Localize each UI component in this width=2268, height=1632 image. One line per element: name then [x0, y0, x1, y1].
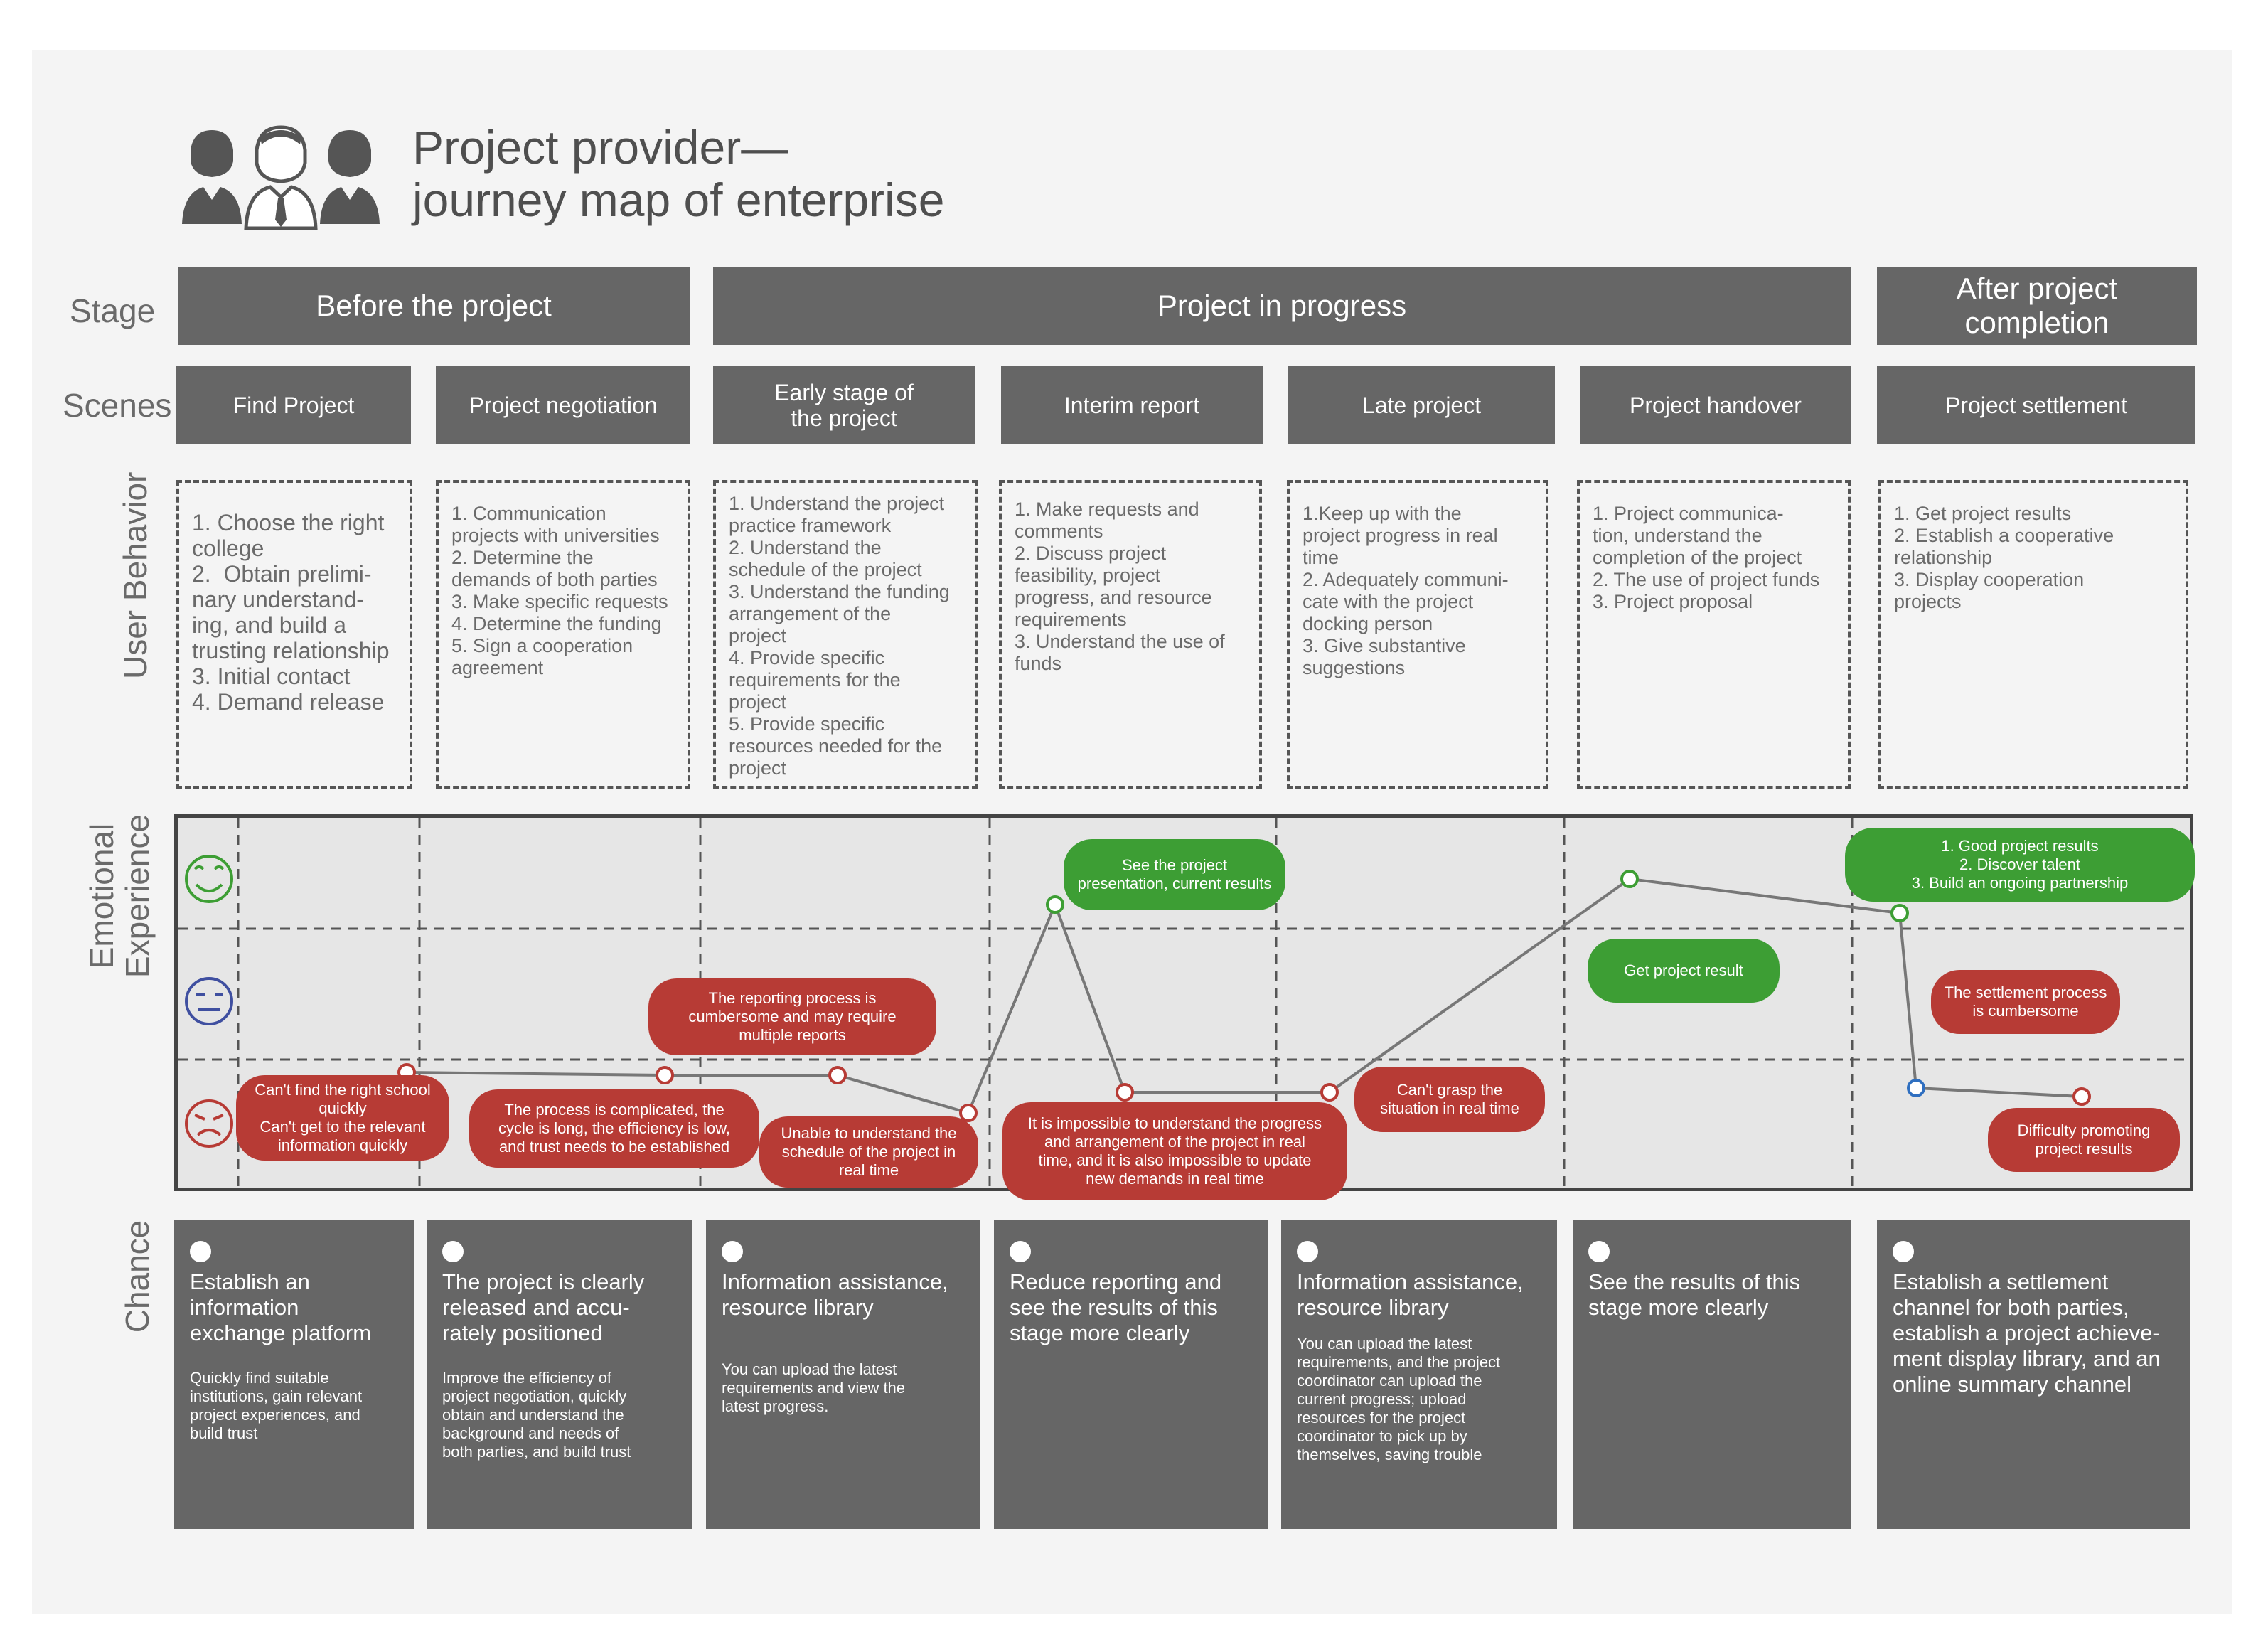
emotion-point — [1620, 870, 1639, 888]
chance-heading: Establish a settlement channel for both … — [1893, 1269, 2161, 1397]
bullet-dot-icon — [442, 1241, 464, 1262]
chance-heading: Information assistance, resource library — [1297, 1269, 1524, 1320]
emotion-point — [828, 1066, 847, 1084]
user-behavior-settlement: 1. Get project results 2. Establish a co… — [1878, 480, 2188, 789]
emotion-point — [2072, 1087, 2091, 1106]
behavior-text: 1.Keep up with the project progress in r… — [1303, 503, 1509, 678]
emotion-point — [1320, 1083, 1339, 1102]
scene-interim-report: Interim report — [1001, 366, 1263, 444]
emotion-point — [1116, 1083, 1134, 1102]
chance-detail: Improve the efficiency of project negoti… — [442, 1369, 631, 1461]
row-label-stage: Stage — [70, 292, 156, 329]
scene-project-handover: Project handover — [1580, 366, 1851, 444]
row-label-scenes: Scenes — [63, 387, 172, 424]
page-title: Project provider— journey map of enterpr… — [412, 121, 944, 226]
happy-face-icon — [185, 855, 233, 903]
behavior-text: 1. Choose the right college 2. Obtain pr… — [192, 510, 390, 715]
emotion-point — [1907, 1079, 1925, 1097]
behavior-text: 1. Understand the project practice frame… — [729, 493, 950, 779]
bullet-dot-icon — [190, 1241, 211, 1262]
emotion-bubble-negative: Can't find the right school quickly Can'… — [236, 1075, 449, 1161]
title-line-2: journey map of enterprise — [412, 174, 945, 226]
emotion-bubble-positive: Get project result — [1588, 939, 1780, 1003]
chance-card: Information assistance, resource library… — [706, 1220, 980, 1529]
emotion-point — [656, 1066, 674, 1084]
emotion-point — [1046, 895, 1064, 914]
user-behavior-find-project: 1. Choose the right college 2. Obtain pr… — [176, 480, 412, 789]
emotion-bubble-negative: Unable to understand the schedule of the… — [759, 1116, 978, 1188]
emotion-point — [959, 1104, 978, 1122]
emotion-bubble-negative: Can't grasp the situation in real time — [1354, 1067, 1545, 1132]
chance-heading: Establish an information exchange platfo… — [190, 1269, 372, 1345]
behavior-text: 1. Communication projects with universit… — [451, 503, 668, 678]
chance-card: The project is clearly released and accu… — [427, 1220, 692, 1529]
behavior-text: 1. Get project results 2. Establish a co… — [1894, 503, 2114, 612]
emotion-bubble-negative: The reporting process is cumbersome and … — [648, 978, 936, 1055]
chance-heading: The project is clearly released and accu… — [442, 1269, 645, 1345]
chance-detail: You can upload the latest requirements, … — [1297, 1335, 1501, 1463]
chance-heading: Reduce reporting and see the results of … — [1010, 1269, 1222, 1345]
emotion-bubble-negative: Difficulty promoting project results — [1988, 1108, 2180, 1172]
behavior-text: 1. Project communica- tion, understand t… — [1593, 503, 1820, 612]
behavior-text: 1. Make requests and comments 2. Discuss… — [1015, 498, 1225, 674]
emotion-bubble-negative: The process is complicated, the cycle is… — [469, 1089, 759, 1168]
bullet-dot-icon — [1297, 1241, 1318, 1262]
chance-card: Establish a settlement channel for both … — [1877, 1220, 2190, 1529]
bullet-dot-icon — [1893, 1241, 1914, 1262]
neutral-face-icon — [185, 977, 233, 1025]
emotion-bubble-negative: The settlement process is cumbersome — [1931, 970, 2120, 1034]
scene-early-stage: Early stage of the project — [713, 366, 975, 444]
chance-card: Reduce reporting and see the results of … — [994, 1220, 1268, 1529]
emotion-point — [1890, 904, 1909, 922]
user-behavior-interim-report: 1. Make requests and comments 2. Discuss… — [999, 480, 1262, 789]
scene-project-settlement: Project settlement — [1877, 366, 2195, 444]
chance-heading: Information assistance, resource library — [722, 1269, 948, 1320]
bullet-dot-icon — [1588, 1241, 1610, 1262]
emotion-points — [397, 870, 2091, 1122]
user-behavior-handover: 1. Project communica- tion, understand t… — [1577, 480, 1851, 789]
chance-card: Establish an information exchange platfo… — [174, 1220, 414, 1529]
stage-before-project: Before the project — [178, 267, 690, 345]
chance-detail: Quickly find suitable institutions, gain… — [190, 1369, 363, 1442]
people-group-icon — [182, 125, 380, 230]
scene-project-negotiation: Project negotiation — [436, 366, 690, 444]
chance-card: See the results of this stage more clear… — [1573, 1220, 1851, 1529]
emotion-bubble-positive: 1. Good project results 2. Discover tale… — [1845, 828, 2195, 902]
chance-heading: See the results of this stage more clear… — [1588, 1269, 1801, 1320]
user-behavior-negotiation: 1. Communication projects with universit… — [436, 480, 690, 789]
stage-project-in-progress: Project in progress — [713, 267, 1851, 345]
sad-face-icon — [185, 1099, 233, 1148]
scene-late-project: Late project — [1288, 366, 1555, 444]
emotion-bubble-negative: It is impossible to understand the progr… — [1002, 1102, 1347, 1200]
emotion-bubble-positive: See the project presentation, current re… — [1064, 839, 1285, 910]
user-behavior-late-project: 1.Keep up with the project progress in r… — [1287, 480, 1548, 789]
user-behavior-early-stage: 1. Understand the project practice frame… — [713, 480, 978, 789]
title-line-1: Project provider— — [412, 121, 788, 174]
scene-find-project: Find Project — [176, 366, 411, 444]
stage-after-completion: After project completion — [1877, 267, 2197, 345]
chance-detail: You can upload the latest requirements a… — [722, 1360, 906, 1415]
bullet-dot-icon — [1010, 1241, 1031, 1262]
bullet-dot-icon — [722, 1241, 743, 1262]
chance-card: Information assistance, resource library… — [1281, 1220, 1557, 1529]
